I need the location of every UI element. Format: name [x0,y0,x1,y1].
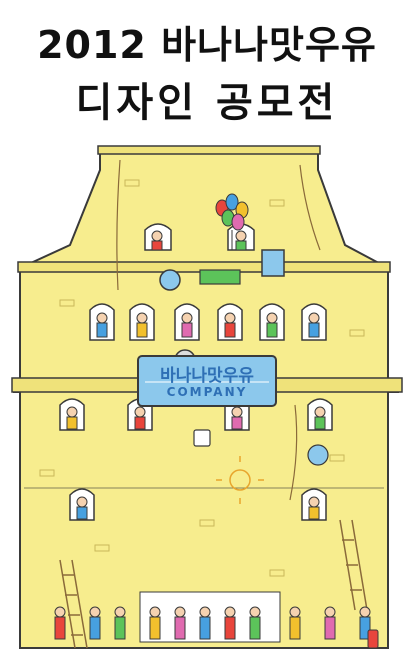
fire-hydrant [367,629,379,649]
building-illustration [11,145,403,649]
company-sign [137,355,277,407]
top-ledge [97,145,321,155]
balloons [215,193,249,250]
poster-title-line2: 디자인 공모전 [75,80,339,126]
company-sign-subtitle: COMPANY [166,385,248,399]
people [66,230,326,520]
company-sign-title: 바나나맛우유 [160,366,254,386]
sun-doodle [216,456,264,504]
ground-floor-crowd [54,591,371,643]
ladders [59,519,368,649]
round-clock [307,444,329,466]
flower-box [199,269,241,285]
poster-title-line1: 2012 바나나맛우유 [37,23,377,67]
info-sign [193,429,211,447]
ropes [116,159,321,501]
